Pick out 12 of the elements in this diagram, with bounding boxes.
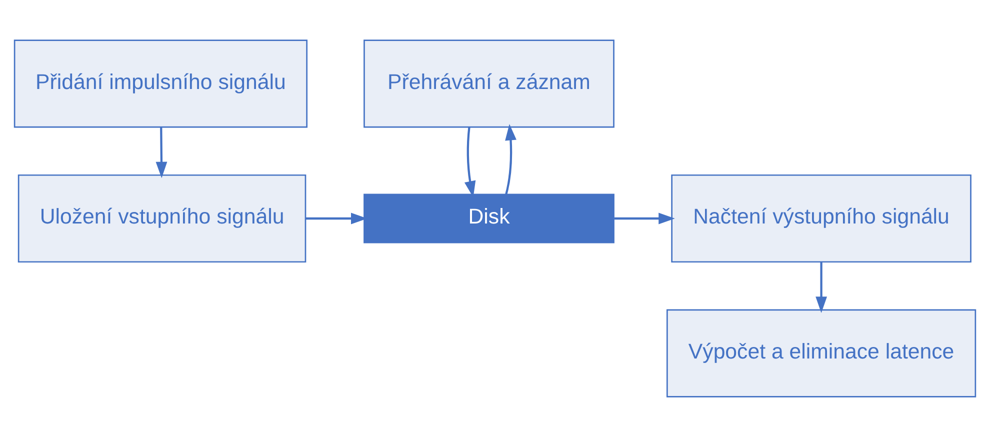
node-box: Disk — [363, 193, 614, 243]
node-box: Výpočet a eliminace latence — [666, 308, 976, 397]
node-box: Přehrávání a záznam — [363, 39, 614, 128]
arrow — [305, 212, 367, 224]
node-box: Přidání impulsního signálu — [13, 39, 307, 128]
arrow — [614, 212, 674, 224]
node-box: Uložení vstupního signálu — [17, 174, 306, 262]
arrow — [815, 262, 826, 312]
arrow — [155, 126, 167, 178]
node-box: Načtení výstupního signálu — [670, 174, 971, 262]
arrow — [504, 124, 516, 194]
arrow — [464, 126, 476, 197]
